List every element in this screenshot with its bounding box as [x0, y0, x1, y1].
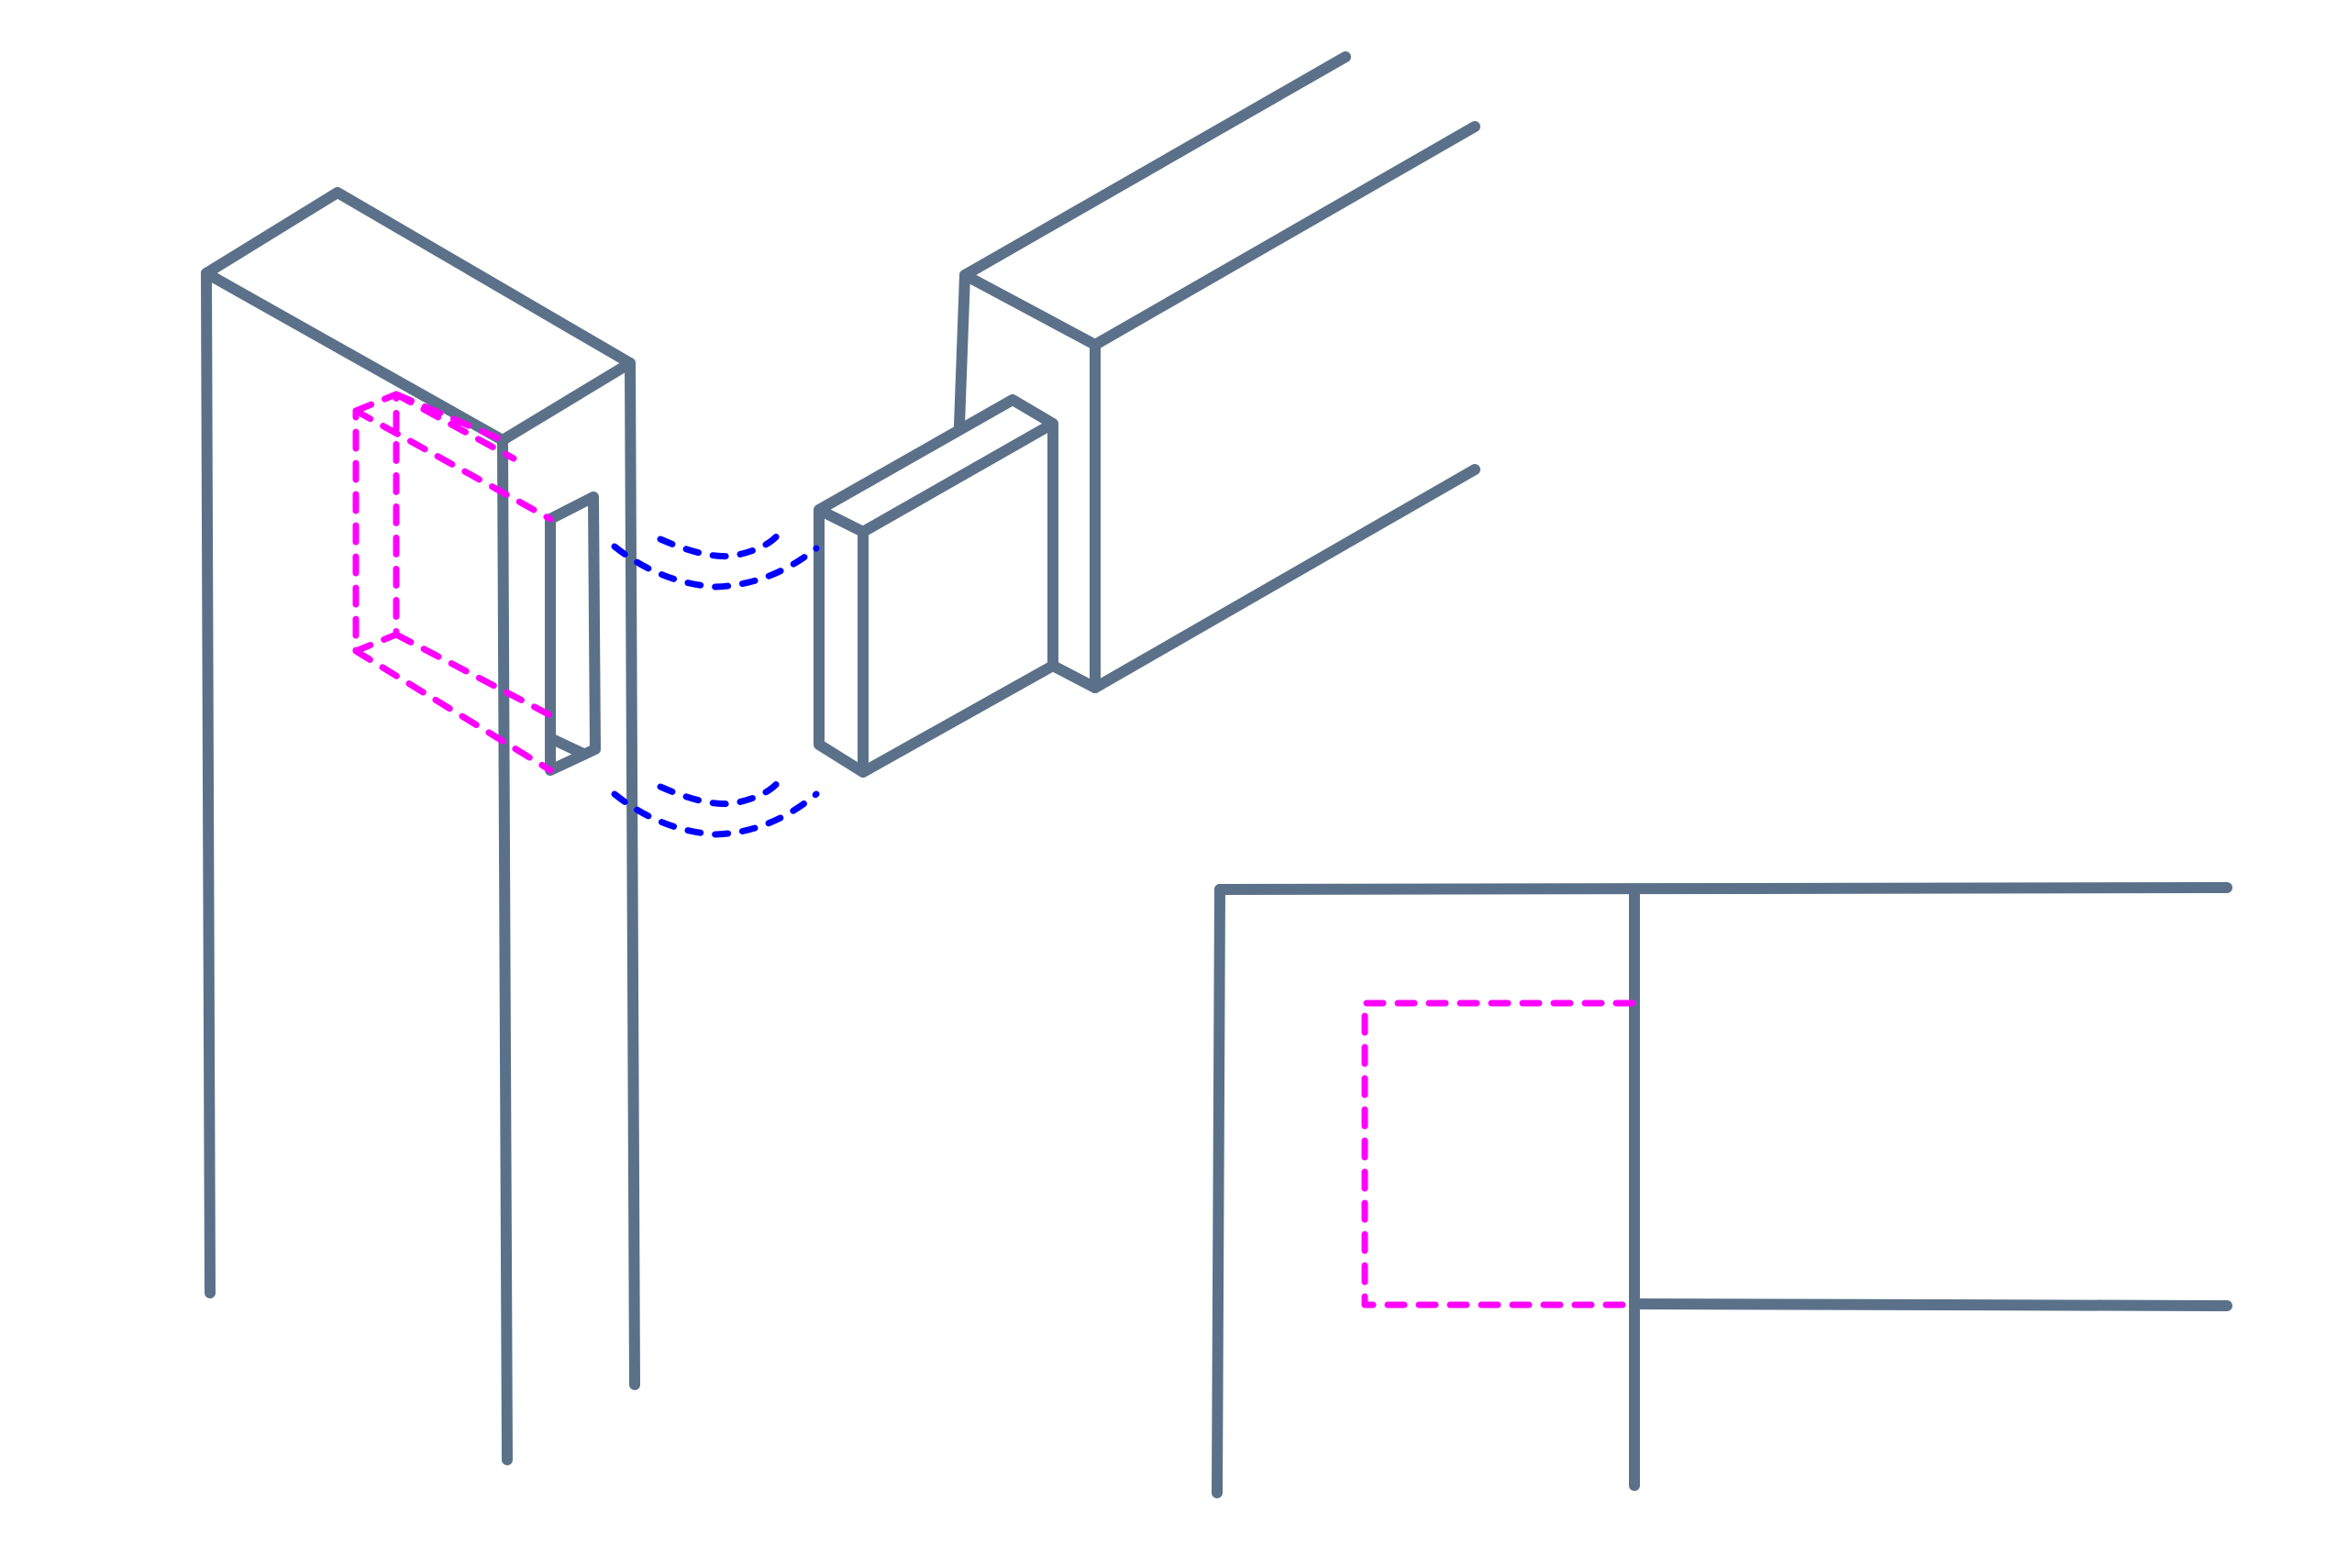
motion-line-lower-inner: [657, 774, 785, 808]
tenon-block: [814, 394, 1058, 778]
rail-top-back-edge: [959, 51, 1351, 281]
joint-elevation-view: [1212, 882, 2232, 1498]
post-left-edge: [201, 268, 216, 1298]
insertion-motion-lines: [611, 526, 820, 838]
mortise-hidden-outline: [352, 391, 554, 774]
post-front-edge: [497, 435, 513, 1465]
post-top-face: [201, 187, 636, 446]
rail-bottom-edge: [1090, 464, 1480, 693]
elevation-rail-bottom-edge: [1629, 1298, 2232, 1311]
post-with-mortise: [201, 187, 640, 1465]
rail-with-tenon: [814, 51, 1480, 778]
mortise-hidden-cavity: [352, 391, 554, 774]
elevation-post-left-edge: [1212, 884, 1225, 1498]
elevation-top-edge: [1214, 882, 2232, 895]
mortise-opening: [545, 491, 601, 776]
post-right-edge: [625, 358, 640, 1390]
rail-top-front-edge: [1090, 121, 1480, 350]
motion-line-lower-outer: [611, 790, 820, 838]
motion-line-upper-inner: [657, 526, 785, 560]
motion-line-upper-outer: [611, 543, 820, 591]
rail-end-face: [954, 270, 1101, 693]
elevation-hidden-tenon: [1361, 999, 1636, 1309]
